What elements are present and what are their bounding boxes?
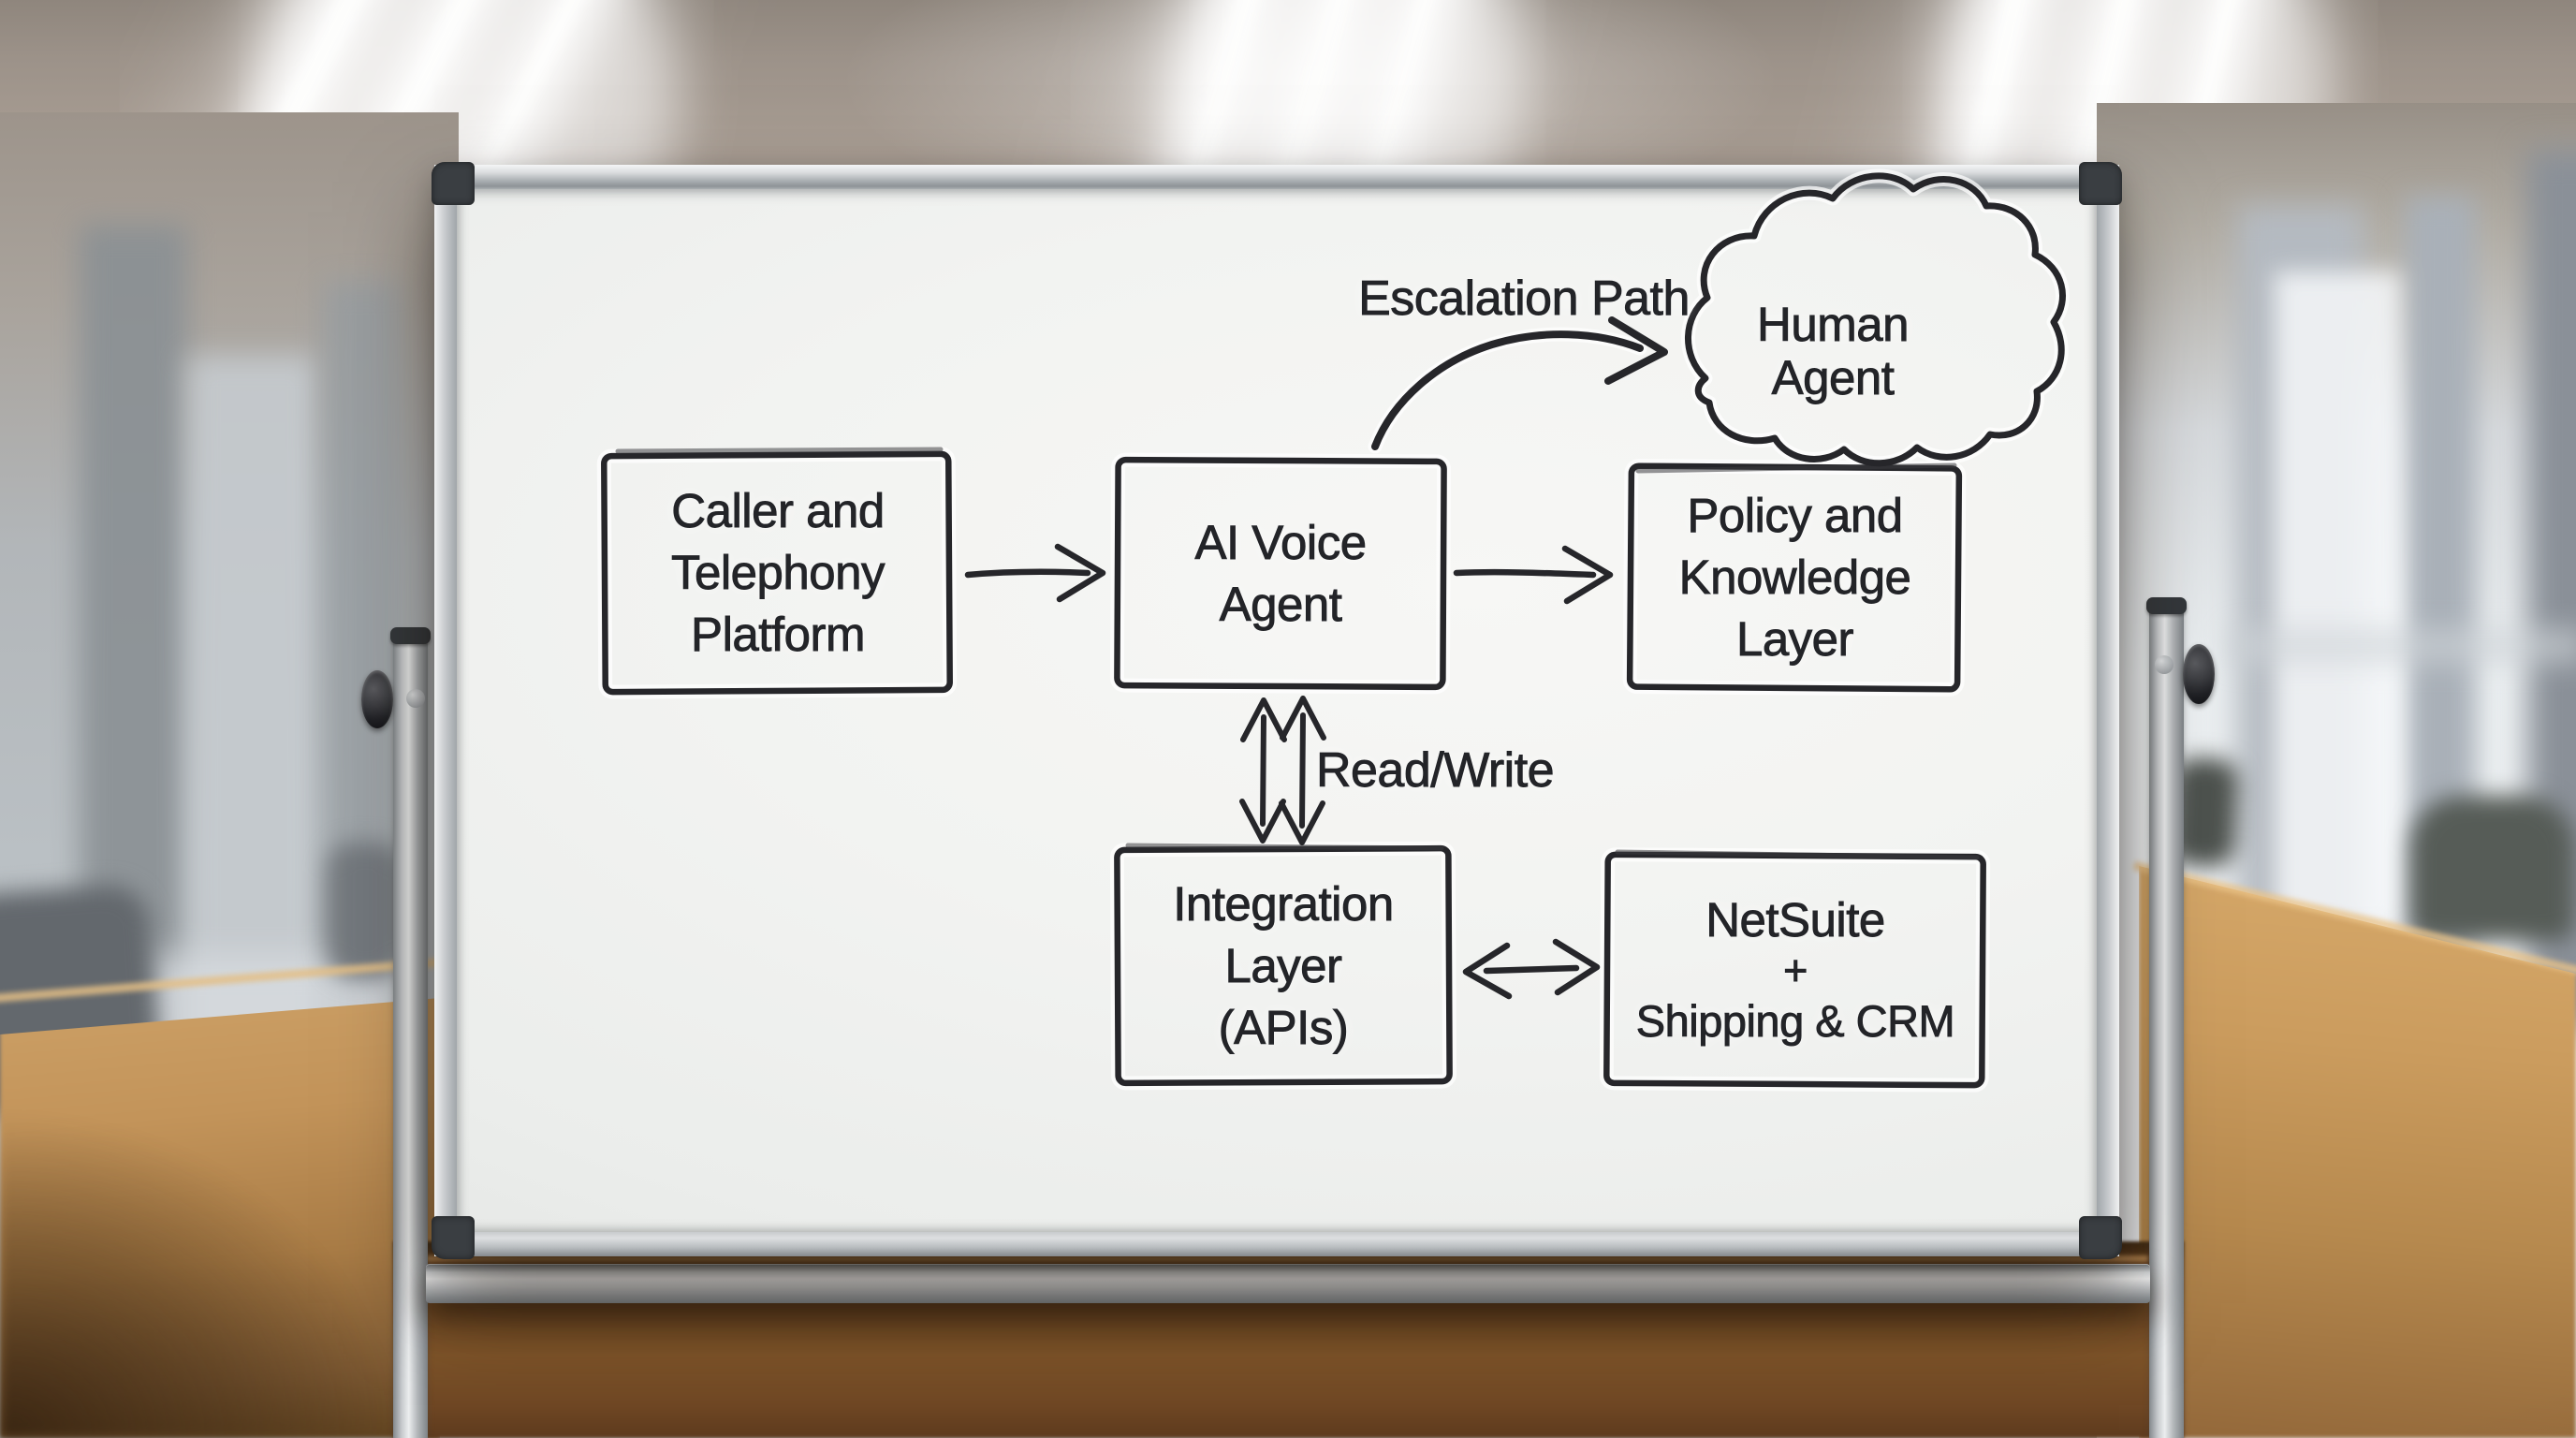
corner-cap	[2079, 162, 2122, 205]
stand-upright-cap-left	[390, 627, 431, 644]
chair-silhouette	[328, 843, 402, 978]
pivot-bolt-left	[406, 689, 425, 708]
stand-upright-right	[2149, 612, 2184, 1438]
board-frame-right	[2095, 165, 2119, 1256]
marker-tray	[426, 1264, 2150, 1303]
pivot-knob-left	[361, 670, 393, 728]
board-frame-left	[434, 165, 459, 1256]
pivot-bolt-right	[2155, 655, 2174, 674]
corner-cap	[432, 162, 475, 205]
corner-cap	[432, 1216, 475, 1259]
window-transom	[2228, 627, 2576, 665]
window-bright-pane	[2275, 271, 2401, 927]
conference-table-right	[2139, 866, 2576, 1438]
stand-upright-cap-right	[2146, 597, 2187, 614]
board-frame-bottom	[434, 1230, 2119, 1256]
table-shadow	[0, 1105, 440, 1438]
table-back-edge-line	[426, 1255, 2148, 1262]
pivot-knob-right	[2183, 644, 2215, 704]
chair-silhouette	[2410, 796, 2574, 941]
corner-cap	[2079, 1216, 2122, 1259]
stand-upright-left	[393, 642, 428, 1438]
